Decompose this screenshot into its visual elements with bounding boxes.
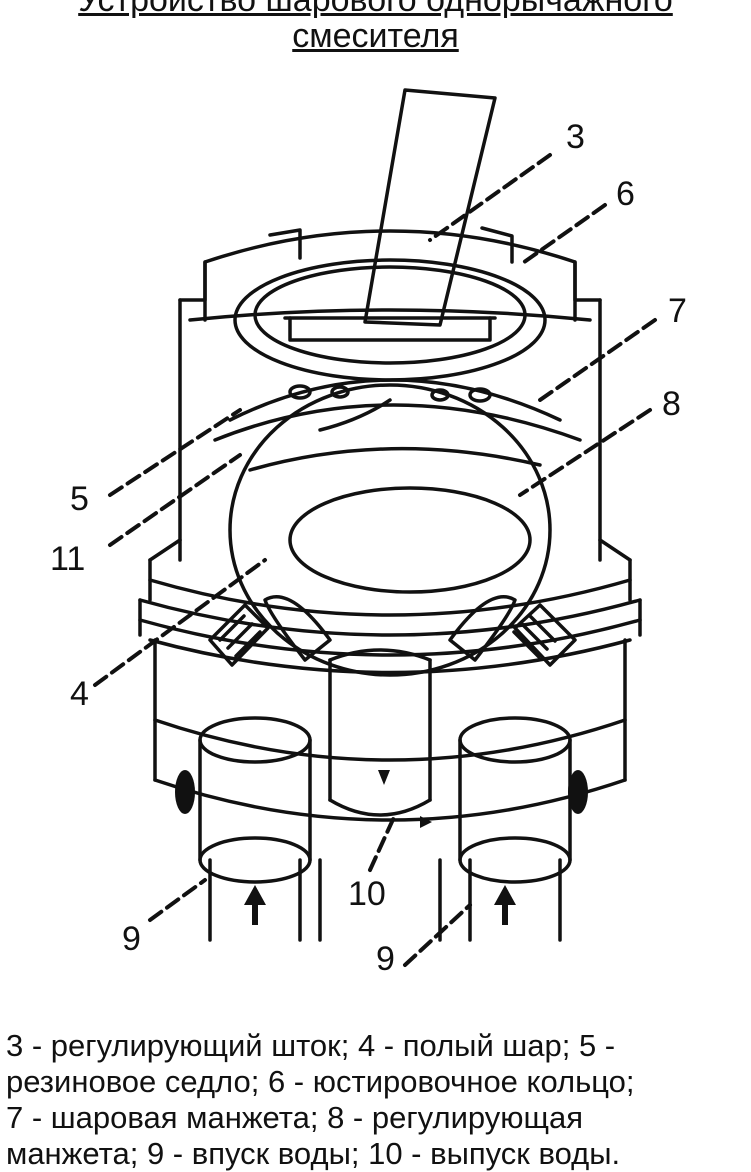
callout-8: 8 xyxy=(662,385,681,423)
inlet-arrow-left xyxy=(244,885,266,905)
outlet-arrow-down xyxy=(378,770,390,785)
legend-line-3: 7 - шаровая манжета; 8 - регулирующая xyxy=(6,1100,584,1135)
lower-body xyxy=(153,638,627,884)
callout-6: 6 xyxy=(616,175,635,213)
callout-11: 11 xyxy=(50,540,85,578)
pipes xyxy=(208,858,562,942)
legend-line-4: манжета; 9 - впуск воды; 10 - выпуск вод… xyxy=(6,1136,621,1171)
callout-9-left: 9 xyxy=(122,920,141,958)
inlet-arrow-left-stem xyxy=(252,905,258,925)
callout-10: 10 xyxy=(348,875,386,913)
diagram-title: Устройство шарового однорычажного xyxy=(78,0,673,19)
control-stem xyxy=(363,88,497,327)
diagram-title-line2: смесителя xyxy=(292,17,459,55)
outlet-arrow-right xyxy=(420,816,432,828)
callout-4: 4 xyxy=(70,675,89,713)
inlet-seals xyxy=(208,595,577,667)
callout-5: 5 xyxy=(70,480,89,518)
ball-cuff xyxy=(213,378,582,442)
upper-housing xyxy=(178,226,602,562)
callout-9-right: 9 xyxy=(376,940,395,978)
flange-rings xyxy=(138,538,642,675)
leader-lines xyxy=(93,153,657,967)
callout-7: 7 xyxy=(668,292,687,330)
mixer-cartridge-diagram: 3 6 7 8 5 11 4 10 9 9 xyxy=(50,88,687,978)
solid-marks xyxy=(175,770,588,925)
inlet-arrow-right xyxy=(494,885,516,905)
callout-labels: 3 6 7 8 5 11 4 10 9 9 xyxy=(50,118,687,978)
o-ring-right xyxy=(568,770,588,814)
legend-line-1: 3 - регулирующий шток; 4 - полый шар; 5 … xyxy=(6,1028,616,1063)
o-ring-left xyxy=(175,770,195,814)
adjusting-ring xyxy=(233,258,547,382)
diagram-legend: 3 - регулирующий шток; 4 - полый шар; 5 … xyxy=(6,1028,746,1172)
hollow-ball xyxy=(228,383,552,677)
legend-line-2: резиновое седло; 6 - юстировочное кольцо… xyxy=(6,1064,635,1099)
callout-3: 3 xyxy=(566,118,585,156)
inlet-arrow-right-stem xyxy=(502,905,508,925)
